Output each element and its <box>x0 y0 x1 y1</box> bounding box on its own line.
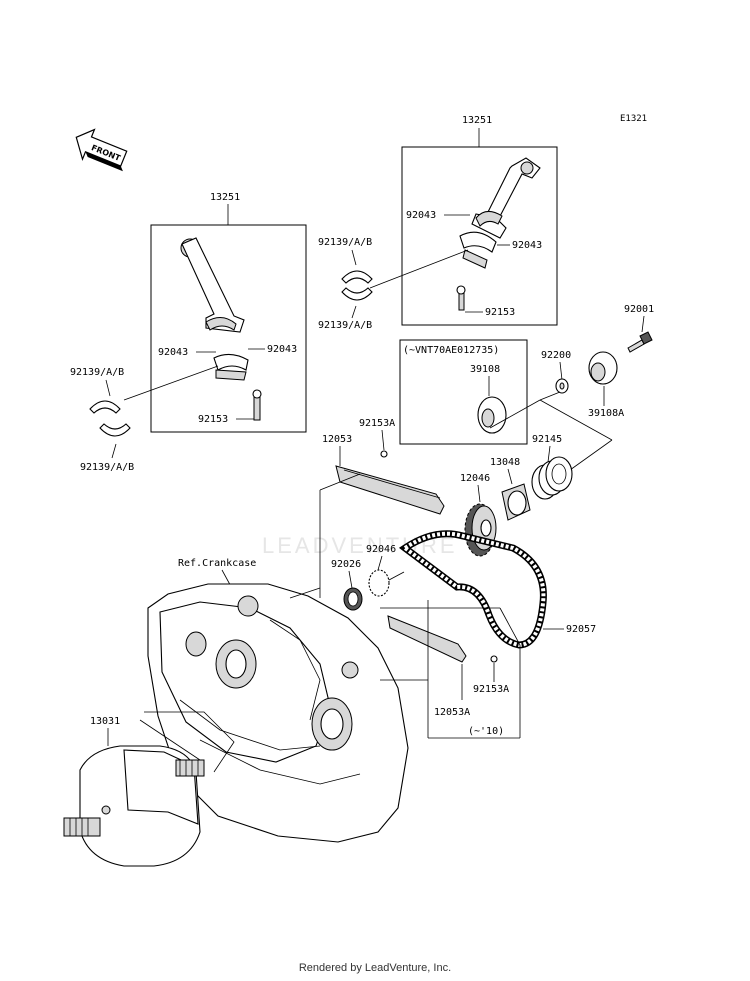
chain-92057[interactable]: 92057 <box>398 530 596 649</box>
washer-92200[interactable]: 92200 <box>541 350 571 394</box>
part-label-92139-left-top[interactable]: 92139/A/B <box>70 367 124 378</box>
ref-crankcase-label[interactable]: Ref.Crankcase <box>178 558 256 569</box>
footer-credit: Rendered by LeadVenture, Inc. <box>298 962 452 974</box>
connecting-rod-right <box>471 157 541 239</box>
chain-guide-12053A[interactable]: 92153A 12053A (~'10) <box>380 600 521 739</box>
bearing-set-middle[interactable]: 92139/A/B 92139/A/B <box>318 237 373 331</box>
part-label-92046[interactable]: 92046 <box>366 544 396 555</box>
part-label-92043-right-a[interactable]: 92043 <box>406 210 436 221</box>
part-label-92153-left[interactable]: 92153 <box>198 414 228 425</box>
front-arrow-icon: FRONT <box>75 128 128 172</box>
part-label-12053A[interactable]: 12053A <box>434 707 470 718</box>
part-label-12046[interactable]: 12046 <box>460 473 490 484</box>
part-label-92153-right[interactable]: 92153 <box>485 307 515 318</box>
part-label-39108A[interactable]: 39108A <box>588 408 624 419</box>
part-label-12053[interactable]: 12053 <box>322 434 352 445</box>
vin-note-group[interactable]: (~VNT70AE012735) 39108 <box>399 339 528 445</box>
part-label-92139-mid-top[interactable]: 92139/A/B <box>318 237 372 248</box>
diagram-code: E1321 <box>620 114 647 124</box>
crankcase-reference[interactable]: Ref.Crankcase <box>147 558 428 843</box>
chain-guide-12053[interactable]: 92153A 12053 <box>319 418 445 598</box>
part-label-92145[interactable]: 92145 <box>532 434 562 445</box>
part-label-13048[interactable]: 13048 <box>490 457 520 468</box>
part-label-39108[interactable]: 39108 <box>470 364 500 375</box>
connecting-rod-left <box>180 237 245 333</box>
bearing-set-left[interactable]: 92139/A/B 92139/A/B <box>70 367 134 473</box>
crankshaft-13031[interactable]: 13031 <box>63 711 235 867</box>
part-label-92153A-top[interactable]: 92153A <box>359 418 395 429</box>
part-label-13031[interactable]: 13031 <box>90 716 120 727</box>
clutch-part-13048[interactable]: 13048 <box>490 457 531 521</box>
part-label-92200[interactable]: 92200 <box>541 350 571 361</box>
bolt-92001[interactable]: 92001 <box>624 304 654 353</box>
part-label-92153A-bot[interactable]: 92153A <box>473 684 509 695</box>
part-label-13251-left[interactable]: 13251 <box>210 192 240 203</box>
part-label-92139-mid-bot[interactable]: 92139/A/B <box>318 320 372 331</box>
part-label-92026[interactable]: 92026 <box>331 559 361 570</box>
spring-92145[interactable]: 92145 <box>531 434 573 500</box>
vin-note: (~VNT70AE012735) <box>403 345 499 356</box>
part-label-92043-right-b[interactable]: 92043 <box>512 240 542 251</box>
seal-92026[interactable]: 92026 <box>331 559 363 611</box>
part-label-13251-right[interactable]: 13251 <box>462 115 492 126</box>
year-note: (~'10) <box>468 726 504 737</box>
part-label-92043-left-b[interactable]: 92043 <box>267 344 297 355</box>
part-label-92001[interactable]: 92001 <box>624 304 654 315</box>
washer-92046[interactable]: 92046 <box>366 544 405 597</box>
conrod-assembly-right[interactable]: 13251 92043 92043 92153 <box>369 115 558 326</box>
conrod-assembly-left[interactable]: 13251 92043 92043 92153 <box>123 192 307 433</box>
cover-39108A[interactable]: 39108A <box>588 351 624 419</box>
part-label-92139-left-bot[interactable]: 92139/A/B <box>80 462 134 473</box>
part-label-92043-left-a[interactable]: 92043 <box>158 347 188 358</box>
part-label-92057[interactable]: 92057 <box>566 624 596 635</box>
